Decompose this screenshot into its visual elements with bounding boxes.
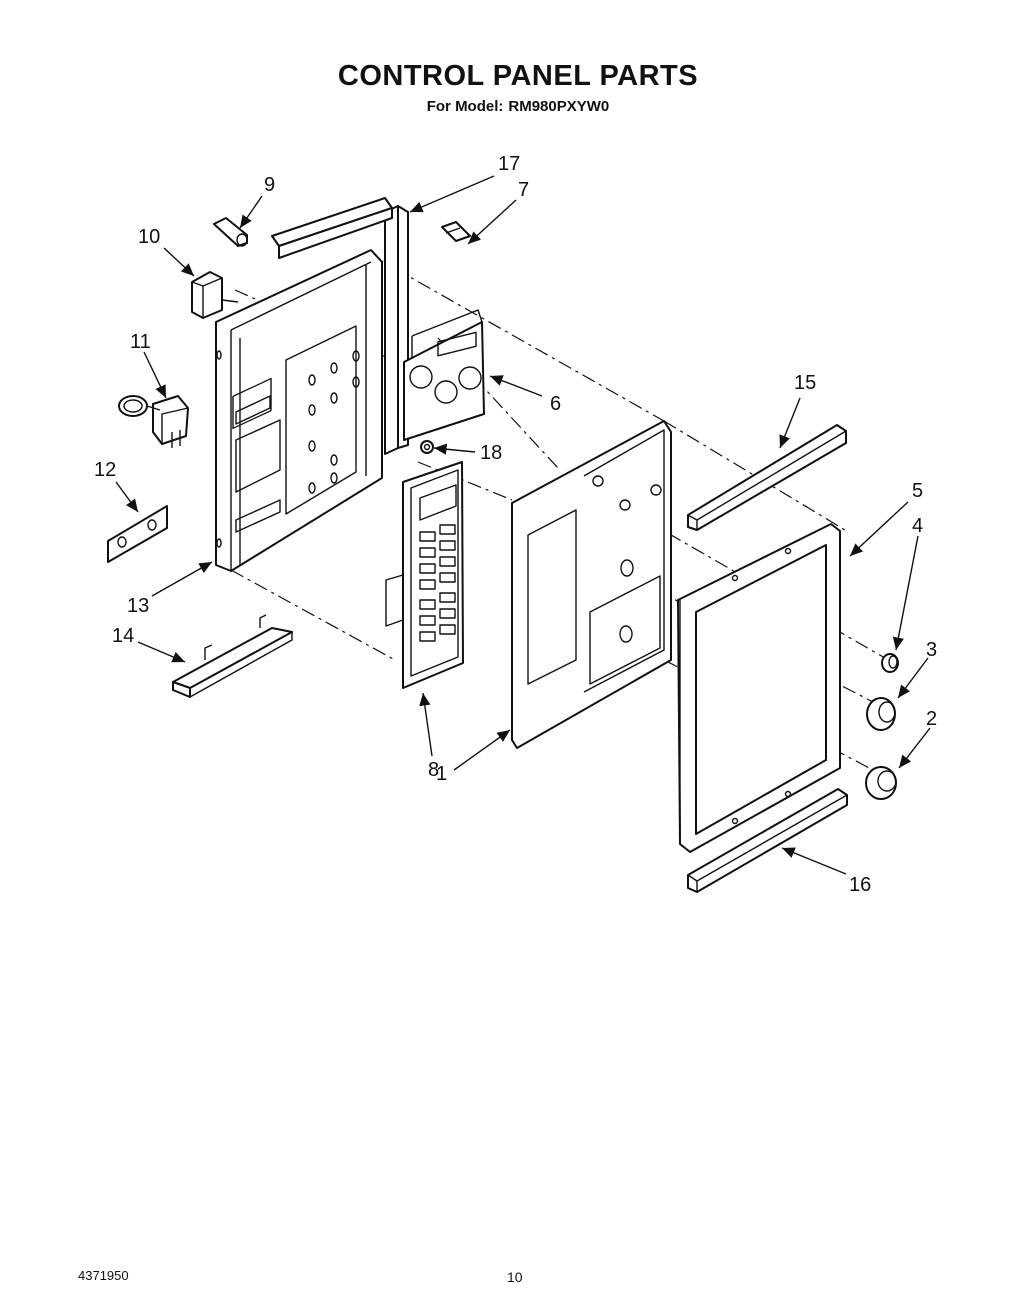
callout-8: 8	[428, 759, 439, 781]
callout-1: 1	[436, 763, 447, 785]
callout-10: 10	[138, 226, 160, 248]
callout-3: 3	[926, 639, 937, 661]
model-number: RM980PXYW0	[508, 98, 610, 115]
callout-labels: 1 2 3 4 5 6 7 8 9 10 11 12 13 14 15 16 1…	[94, 153, 937, 896]
page-title: CONTROL PANEL PARTS	[337, 60, 699, 92]
knob-part-2	[865, 766, 897, 800]
thermostat-part-11	[118, 395, 189, 448]
callout-5: 5	[912, 480, 923, 502]
page-number: 10	[507, 1269, 523, 1285]
callout-17: 17	[498, 153, 520, 175]
bottom-trim-bar-part-16	[687, 788, 848, 893]
callout-11: 11	[130, 331, 151, 353]
callout-13: 13	[127, 595, 149, 617]
callout-12: 12	[94, 459, 116, 481]
rear-bracket-part-13	[215, 249, 383, 572]
callout-6: 6	[550, 393, 561, 415]
knob-part-4	[881, 653, 899, 673]
callout-15: 15	[794, 372, 816, 394]
callout-2: 2	[926, 708, 937, 730]
top-trim-bar-part-15	[687, 424, 847, 531]
dial-module-part-6	[403, 309, 485, 441]
model-prefix: For Model:	[426, 98, 504, 115]
bracket-part-14	[172, 614, 293, 698]
model-subtitle: For Model:RM980PXYW0	[0, 98, 1036, 115]
callout-9: 9	[264, 174, 275, 196]
callout-16: 16	[849, 874, 871, 896]
knob-part-3	[866, 697, 896, 731]
trim-strip-part-17	[271, 197, 409, 455]
callout-14: 14	[112, 625, 134, 647]
outer-frame-part-5	[677, 523, 841, 853]
lamp-part-9	[213, 217, 248, 247]
leader-arrows	[115, 175, 931, 875]
bracket-holes	[216, 350, 360, 548]
fastener-part-18	[420, 440, 434, 454]
callout-7: 7	[518, 179, 529, 201]
document-number: 4371950	[78, 1268, 129, 1283]
front-panel-part-1	[511, 420, 672, 749]
gasket-plate-part-12	[107, 505, 168, 563]
switch-part-10	[191, 271, 239, 319]
callout-4: 4	[912, 515, 923, 537]
control-board-part-8	[385, 461, 464, 689]
clip-part-7	[441, 221, 471, 242]
keypad-buttons	[419, 524, 456, 642]
callout-18: 18	[480, 442, 502, 464]
